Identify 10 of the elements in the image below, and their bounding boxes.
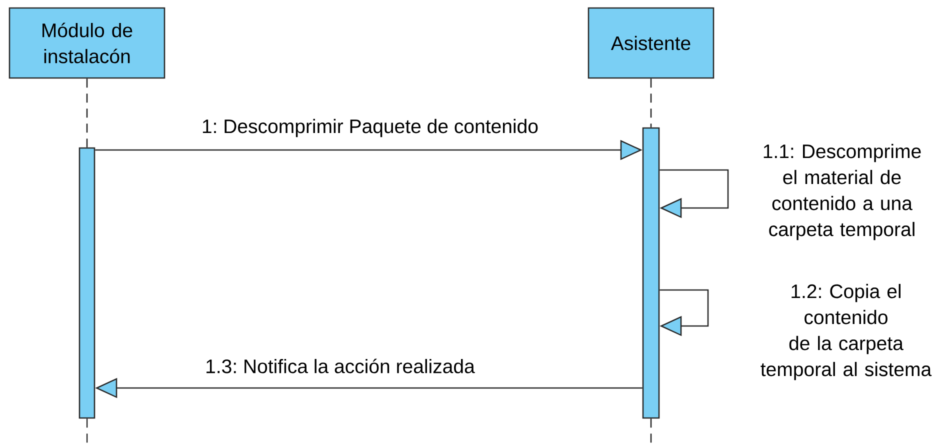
self-message-arrow xyxy=(660,169,729,218)
self-message-arrow xyxy=(660,289,709,336)
lifeline-header-box: Asistente xyxy=(588,7,714,79)
message-label: 1: Descomprimir Paquete de contenido xyxy=(200,118,540,138)
lifeline xyxy=(86,78,88,148)
lifeline-header-box: Módulo de instalacón xyxy=(8,7,166,79)
message-label: 1.2: Copia el contenido de la carpeta temporal al sistema xyxy=(759,282,934,382)
message-label: 1.3: Notifica la acción realizada xyxy=(204,358,476,374)
message-label: 1.1: Descomprime el material de contenido a una carpeta temporal xyxy=(752,142,932,242)
lifeline xyxy=(650,78,652,128)
